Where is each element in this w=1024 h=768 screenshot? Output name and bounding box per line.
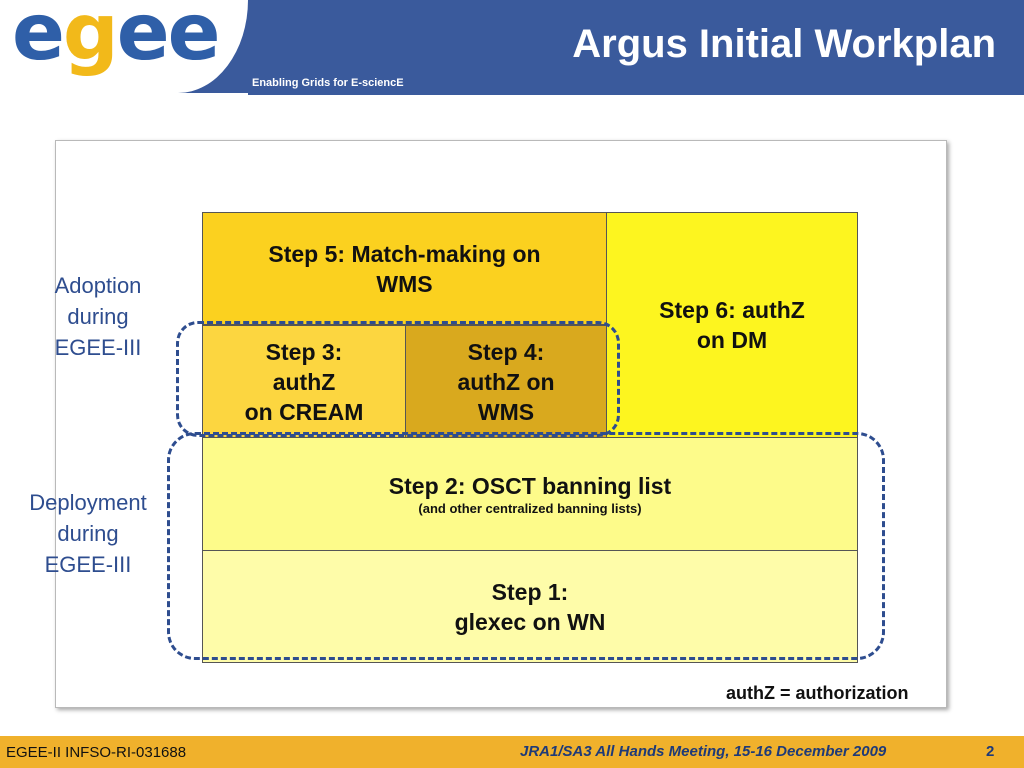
adoption-line1: Adoption xyxy=(54,273,142,298)
slide-title: Argus Initial Workplan xyxy=(572,22,996,66)
footer-project-id: EGEE-II INFSO-RI-031688 xyxy=(6,744,187,761)
step3-line1: Step 3: xyxy=(265,338,343,365)
tagline: Enabling Grids for E-sciencE xyxy=(252,77,404,89)
step4-line2: authZ on xyxy=(457,368,555,395)
adoption-line2: during xyxy=(67,304,129,329)
step4-line1: Step 4: xyxy=(467,338,545,365)
step5-box: Step 5: Match-making on WMS xyxy=(202,212,607,325)
adoption-label: Adoption during EGEE-III xyxy=(40,270,156,363)
step6-line1: Step 6: authZ xyxy=(659,297,805,323)
step2-line1: Step 2: OSCT banning list xyxy=(388,473,672,499)
logo-panel: egee xyxy=(0,0,248,93)
egee-logo: egee xyxy=(12,0,221,72)
footer-meeting: JRA1/SA3 All Hands Meeting, 15-16 Decemb… xyxy=(520,743,887,760)
footer-bar xyxy=(0,736,1024,768)
step5-line1: Step 5: Match-making on xyxy=(268,240,541,267)
step6-box: Step 6: authZ on DM xyxy=(606,212,858,438)
step3-line3: on CREAM xyxy=(244,398,364,425)
deployment-group-outline xyxy=(167,432,885,660)
step1-box: Step 1: glexec on WN xyxy=(202,550,858,663)
adoption-group-outline xyxy=(176,321,620,437)
header-underline xyxy=(248,93,1024,95)
logo-letters: egee xyxy=(12,0,221,78)
deployment-line1: Deployment xyxy=(29,490,147,515)
adoption-line3: EGEE-III xyxy=(54,335,142,360)
step4-line3: WMS xyxy=(477,398,535,425)
step3-line2: authZ xyxy=(272,368,336,395)
deployment-line3: EGEE-III xyxy=(44,552,132,577)
deployment-line2: during xyxy=(57,521,119,546)
page-number: 2 xyxy=(986,743,995,760)
step1-line1: Step 1: xyxy=(491,578,569,605)
deployment-label: Deployment during EGEE-III xyxy=(18,487,158,580)
authz-legend: authZ = authorization xyxy=(726,683,909,703)
step5-line2: WMS xyxy=(376,270,433,297)
step6-line2: on DM xyxy=(696,327,768,353)
step1-line2: glexec on WN xyxy=(454,608,606,635)
step2-subtitle: (and other centralized banning lists) xyxy=(418,501,642,516)
